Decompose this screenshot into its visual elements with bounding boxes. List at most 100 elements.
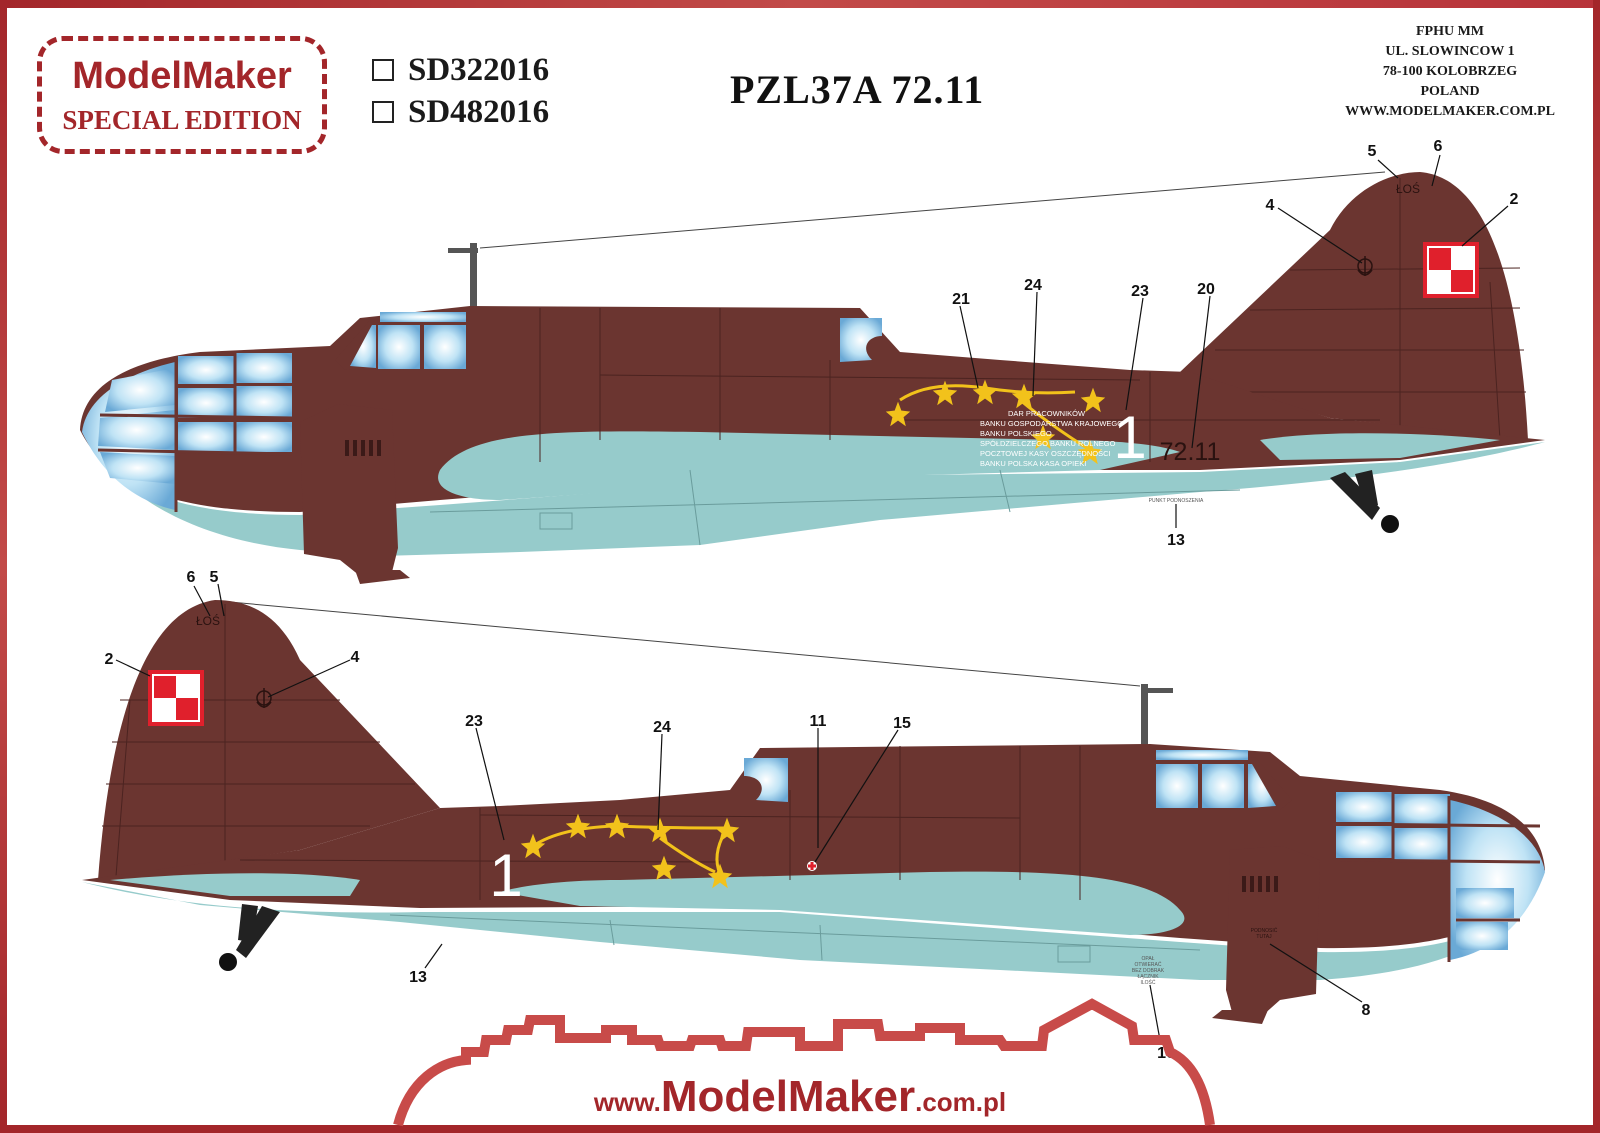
stencil-line: ILOŚĆ [1140, 978, 1155, 986]
antenna-mast-arm [448, 248, 478, 253]
callout-label: 2 [1510, 191, 1519, 208]
callout-label: 8 [1362, 1002, 1371, 1019]
callout-labels-upper: 5 6 4 2 21 24 23 20 13 [952, 138, 1518, 549]
address-line-5: WWW.MODELMAKER.COM.PL [1345, 104, 1555, 119]
callout-label: 13 [409, 969, 427, 986]
cockpit-canopy [335, 310, 468, 370]
lower-belly [82, 872, 1545, 980]
dedication-line-6: BANKU POLSKA KASA OPIEKI [980, 459, 1086, 468]
callout-label: 24 [653, 719, 671, 736]
callout-label: 6 [1434, 138, 1443, 155]
website-suffix: .com.pl [915, 1087, 1007, 1117]
product-checkbox-2[interactable] [372, 101, 394, 123]
upper-belly [82, 432, 1545, 556]
star [972, 379, 998, 405]
belly-panel-lines [389, 914, 1201, 963]
antenna-mast-arm [1141, 688, 1173, 693]
squadron-emblem-lower [256, 688, 272, 708]
star [714, 817, 740, 843]
dedication-line-1: DAR PRACOWNIKÓW [1008, 409, 1086, 418]
stencil-fuel: OPAŁ OTWIERAĆ BEZ DOBRAK ŁĄCZNIK ILOŚĆ [1132, 956, 1165, 986]
upper-side-view: ŁOŚ DAR PRACOWNIKÓW BANKU GOSPODARSTWA K… [80, 138, 1545, 584]
stencil-lift: PODNOSIĆ TUTAJ [1251, 927, 1278, 940]
antenna-mast [1141, 684, 1148, 746]
dedication-line-3: BANKU POLSKIEGO [980, 429, 1052, 438]
yellow-stars-lower [520, 813, 740, 889]
callout-label: 21 [952, 291, 970, 308]
star [1077, 439, 1103, 465]
frame-bottom [0, 1125, 1600, 1133]
address-line-3: 78-100 KOLOBRZEG [1382, 64, 1518, 79]
star [1011, 383, 1037, 409]
stencil-line: OPAŁ [1142, 956, 1155, 962]
callout-label: 2 [105, 651, 114, 668]
callout-label: 20 [1197, 281, 1215, 298]
belly-panel-lines [429, 469, 1241, 546]
stencil-line: PODNOSIĆ [1251, 927, 1278, 934]
nose-glazing [82, 352, 293, 512]
dedication-line-4: SPÓŁDZIELCZEGO BANKU ROLNEGO [980, 439, 1116, 448]
product-checkbox-1[interactable] [372, 59, 394, 81]
star [1030, 424, 1056, 450]
fuselage-number-upper: 1 [1113, 404, 1146, 471]
callout-label: 11 [810, 713, 827, 730]
callout-label: 4 [351, 649, 360, 666]
website-banner: www.ModelMaker.com.pl [500, 1072, 1100, 1122]
cockpit-canopy [1154, 748, 1292, 810]
address-line-2: UL. SLOWINCOW 1 [1385, 44, 1515, 59]
callout-lines-upper [959, 154, 1509, 528]
nose-glazing [1335, 790, 1545, 962]
star [604, 813, 630, 839]
fuselage-number-lower: 1 [489, 842, 522, 909]
stencil-line: BEZ DOBRAK [1132, 968, 1165, 974]
callout-label: 24 [1024, 277, 1042, 294]
nacelle-flap [355, 570, 410, 584]
modelmaker-logo: ModelMaker SPECIAL EDITION [37, 36, 327, 154]
tail-fin [1180, 172, 1528, 440]
address-line-1: FPHU MM [1415, 24, 1485, 39]
callout-label: 5 [210, 569, 219, 586]
antenna-mast [470, 243, 477, 308]
fuselage-panel-lines [239, 746, 1081, 900]
website-prefix: www. [593, 1087, 661, 1117]
upper-wing-root [438, 431, 1180, 500]
fin-panel-lines [1215, 178, 1526, 441]
castle-skyline [393, 998, 1215, 1127]
product-code-row-1: SD322016 [372, 52, 549, 88]
callout-label: 4 [1266, 197, 1275, 214]
address-line-4: POLAND [1420, 84, 1480, 99]
frame-right [1593, 0, 1600, 1133]
star [1080, 387, 1106, 413]
star [707, 863, 733, 889]
frame-left [0, 0, 7, 1133]
callout-label: 6 [187, 569, 196, 586]
lower-wing-root [500, 871, 1185, 935]
star [885, 401, 911, 427]
star [520, 833, 546, 859]
product-code-row-2: SD482016 [372, 94, 549, 130]
callout-label: 15 [893, 715, 911, 732]
first-aid-marking [807, 861, 817, 871]
star [651, 855, 677, 881]
roundel-lower [148, 670, 204, 726]
fin-text-lower: ŁOŚ [196, 613, 220, 628]
fuselage-panel-lines [539, 308, 1380, 462]
website-brand: ModelMaker [660, 1072, 916, 1121]
dedication-text: DAR PRACOWNIKÓW BANKU GOSPODARSTWA KRAJO… [980, 409, 1123, 468]
nacelle-flap [1212, 1010, 1268, 1024]
callout-label: 23 [1131, 283, 1149, 300]
lower-stabilizer [110, 873, 360, 896]
rear-gunner-window [744, 758, 788, 802]
squadron-emblem-upper [1357, 256, 1373, 276]
tail-wheel [1330, 470, 1399, 533]
engine-nacelle [1226, 846, 1320, 1016]
star [565, 813, 591, 839]
callout-label: 13 [1167, 532, 1185, 549]
dedication-line-2: BANKU GOSPODARSTWA KRAJOWEGO [980, 419, 1123, 428]
fin-text-upper: ŁOŚ [1396, 181, 1420, 196]
product-code-2: SD482016 [408, 93, 550, 130]
callout-label: 23 [465, 713, 483, 730]
callout-lines-lower [115, 583, 1363, 1041]
